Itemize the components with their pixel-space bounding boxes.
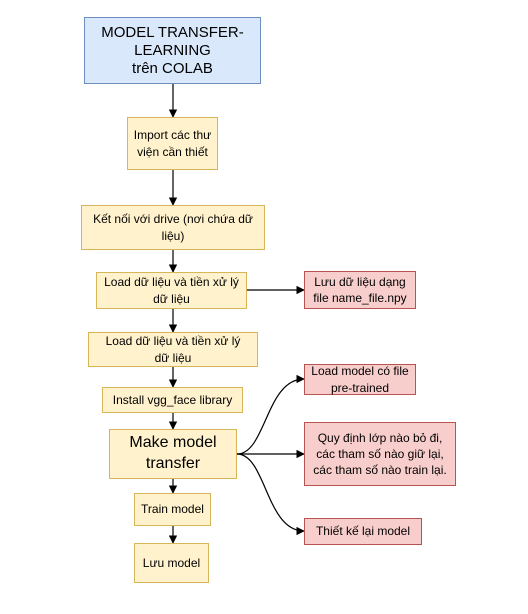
install-vgg-node: Install vgg_face library [102,387,243,413]
save-model-text: Lưu model [142,555,201,570]
import-libraries-text: Import các thư viện cần thiết [133,128,212,159]
load-preprocess-text-2: Load dữ liệu và tiền xử lý dữ liệu [105,334,241,365]
save-npy-node: Lưu dữ liệu dạng file name_file.npy [304,271,416,309]
train-model-text: Train model [141,502,204,517]
freeze-layers-node: Quy định lớp nào bỏ đi, các tham số nào … [304,422,456,486]
make-model-transfer-node: Make model transfer [109,429,237,479]
redesign-model-text: Thiết kế lại model [315,524,411,539]
load-preprocess-text-1: Load dữ liệu và tiền xử lý dữ liệu [104,275,239,306]
edge-make-to-redesign [236,453,305,536]
title-node: MODEL TRANSFER- LEARNING trên COLAB [84,17,261,84]
edge-make-to-pretrained [236,374,305,455]
load-preprocess-node-2: Load dữ liệu và tiền xử lý dữ liệu [88,332,258,367]
save-npy-text: Lưu dữ liệu dạng file name_file.npy [313,274,407,305]
import-libraries-node: Import các thư viện cần thiết [127,117,218,170]
connect-drive-node: Kết nối với drive (nơi chứa dữ liệu) [81,205,265,250]
freeze-layers-text: Quy định lớp nào bỏ đi, các tham số nào … [313,430,447,478]
train-model-node: Train model [134,493,211,526]
make-model-transfer-text: Make model transfer [129,434,217,472]
connect-drive-text: Kết nối với drive (nơi chứa dữ liệu) [93,212,253,243]
load-pretrained-text: Load model có file pre-trained [311,364,409,395]
load-preprocess-node-1: Load dữ liệu và tiền xử lý dữ liệu [96,272,247,309]
title-text: MODEL TRANSFER- LEARNING trên COLAB [101,23,244,77]
redesign-model-node: Thiết kế lại model [304,518,422,545]
save-model-node: Lưu model [134,543,209,583]
install-vgg-text: Install vgg_face library [112,392,233,407]
load-pretrained-node: Load model có file pre-trained [304,364,416,395]
